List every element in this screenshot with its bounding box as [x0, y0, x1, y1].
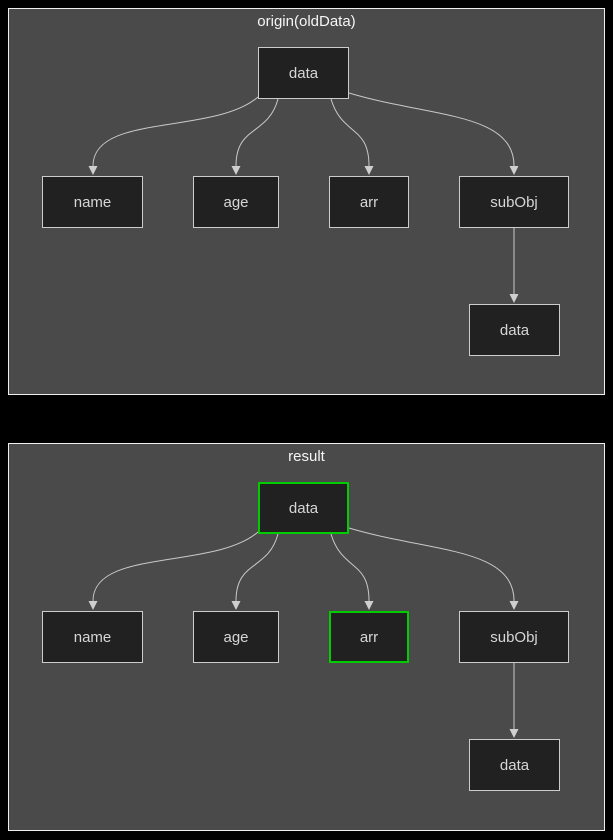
arrowhead-age	[231, 601, 241, 610]
arrowhead-data	[509, 294, 519, 303]
panel-origin: origin(oldData) data name age arr subObj…	[8, 8, 605, 395]
edge-root-to-age	[235, 533, 279, 602]
arrowhead-subobj	[509, 166, 519, 175]
arrowhead-arr	[364, 166, 374, 175]
node-data-grandchild: data	[469, 739, 560, 791]
arrowhead-data	[509, 729, 519, 738]
node-data-root: data	[258, 47, 349, 99]
node-age: age	[193, 611, 279, 663]
panel-result: result data name age arr subObj data	[8, 443, 605, 831]
node-subobj: subObj	[459, 611, 569, 663]
node-age: age	[193, 176, 279, 228]
edge-root-to-subobj	[348, 527, 515, 602]
panel-result-title: result	[288, 448, 325, 465]
arrowhead-arr	[364, 601, 374, 610]
node-arr: arr	[329, 611, 409, 663]
edge-root-to-subobj	[348, 92, 515, 167]
arrowhead-age	[231, 166, 241, 175]
edge-root-to-arr	[330, 533, 370, 602]
edge-root-to-age	[235, 98, 279, 167]
node-name: name	[42, 611, 143, 663]
edge-root-to-name	[92, 96, 259, 167]
node-data-root: data	[258, 482, 349, 534]
edge-root-to-arr	[330, 98, 370, 167]
node-subobj: subObj	[459, 176, 569, 228]
arrowhead-name	[88, 601, 98, 610]
arrowhead-name	[88, 166, 98, 175]
panel-origin-title: origin(oldData)	[257, 13, 356, 30]
arrowhead-subobj	[509, 601, 519, 610]
edge-root-to-name	[92, 531, 259, 602]
node-arr: arr	[329, 176, 409, 228]
node-data-grandchild: data	[469, 304, 560, 356]
node-name: name	[42, 176, 143, 228]
